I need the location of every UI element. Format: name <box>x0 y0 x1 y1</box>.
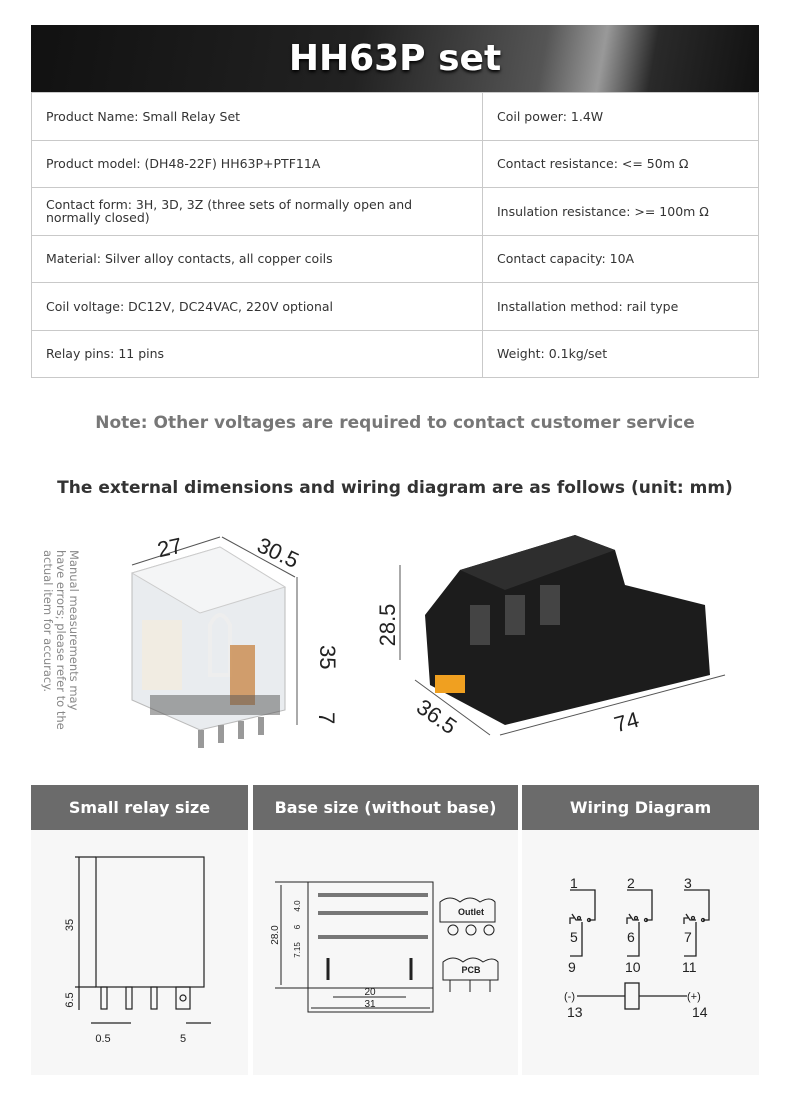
coil-terminal-14: 14 <box>692 1004 708 1020</box>
terminal-top: 3 <box>684 875 692 891</box>
coil-positive-label: (+) <box>687 991 701 1003</box>
relay-drawing-pitch: 5 <box>180 1033 186 1045</box>
contact-switch: 3 7 11 <box>682 875 710 975</box>
base-drawing-w1: 20 <box>364 987 376 998</box>
spec-row: Material: Silver alloy contacts, all cop… <box>31 234 759 283</box>
relay-pin-label: 7 <box>314 712 339 724</box>
title-banner: HH63P set <box>31 25 759 92</box>
base-photo: 28.5 36.5 74 <box>375 535 726 739</box>
outlet-label: Outlet <box>458 907 484 917</box>
relay-size-drawing: 35 6.5 0.5 5 <box>31 830 248 1075</box>
spec-right: Installation method: rail type <box>482 282 759 331</box>
coil-terminal-13: 13 <box>567 1004 583 1020</box>
note-text: Note: Other voltages are required to con… <box>95 413 695 433</box>
terminal-mid: 7 <box>684 929 692 945</box>
spec-row: Coil voltage: DC12V, DC24VAC, 220V optio… <box>31 282 759 331</box>
spec-left: Product model: (DH48-22F) HH63P+PTF11A <box>31 139 483 188</box>
terminal-bottom: 11 <box>682 959 697 975</box>
relay-drawing-pin: 6.5 <box>64 992 76 1007</box>
base-height-label: 28.5 <box>375 604 400 647</box>
relay-drawing-pin-width: 0.5 <box>95 1033 110 1045</box>
base-length-label: 74 <box>611 707 641 737</box>
terminal-top: 2 <box>627 875 635 891</box>
base-size-drawing: 28.0 4.0 6 7.15 20 31 Outlet PCB <box>253 830 518 1075</box>
base-drawing-a: 4.0 <box>293 900 302 912</box>
relay-drawing-height: 35 <box>64 919 76 931</box>
spec-right: Insulation resistance: >= 100m Ω <box>482 187 759 236</box>
page-title: HH63P set <box>288 38 502 79</box>
relay-height-label: 35 <box>315 645 340 669</box>
base-drawing-b: 6 <box>293 924 302 929</box>
spec-right: Contact resistance: <= 50m Ω <box>482 139 759 188</box>
spec-left: Contact form: 3H, 3D, 3Z (three sets of … <box>31 187 483 236</box>
relay-depth-label: 30.5 <box>253 532 302 573</box>
base-drawing-w2: 31 <box>364 999 376 1010</box>
spec-right: Contact capacity: 10A <box>482 234 759 283</box>
spec-right: Coil power: 1.4W <box>482 92 759 141</box>
spec-left: Material: Silver alloy contacts, all cop… <box>31 234 483 283</box>
contact-switch: 1 5 9 <box>568 875 596 975</box>
spec-row: Contact form: 3H, 3D, 3Z (three sets of … <box>31 187 759 236</box>
measurement-disclaimer: Manual measurements may have errors; ple… <box>41 550 81 730</box>
section-subtitle: The external dimensions and wiring diagr… <box>57 478 733 498</box>
section-header-base-size: Base size (without base) <box>253 785 518 830</box>
contact-switch: 2 6 10 <box>625 875 653 975</box>
relay-photo: 27 30.5 35 7 <box>130 532 340 748</box>
coil-negative-label: (-) <box>564 991 575 1003</box>
base-depth-label: 36.5 <box>412 694 461 739</box>
base-drawing-c: 7.15 <box>293 942 302 958</box>
spec-right: Weight: 0.1kg/set <box>482 329 759 378</box>
spec-left: Product Name: Small Relay Set <box>31 92 483 141</box>
spec-left: Relay pins: 11 pins <box>31 329 483 378</box>
relay-width-label: 27 <box>155 533 184 563</box>
terminal-bottom: 10 <box>625 959 641 975</box>
wiring-diagram: 1 5 9 2 6 10 3 7 11 (-) (+) 13 14 <box>522 830 759 1075</box>
base-drawing-height: 28.0 <box>270 925 281 945</box>
terminal-bottom: 9 <box>568 959 576 975</box>
spec-left: Coil voltage: DC12V, DC24VAC, 220V optio… <box>31 282 483 331</box>
terminal-mid: 6 <box>627 929 635 945</box>
section-header-wiring: Wiring Diagram <box>522 785 759 830</box>
terminal-top: 1 <box>570 875 578 891</box>
pcb-label: PCB <box>461 965 481 975</box>
terminal-mid: 5 <box>570 929 578 945</box>
section-header-relay-size: Small relay size <box>31 785 248 830</box>
